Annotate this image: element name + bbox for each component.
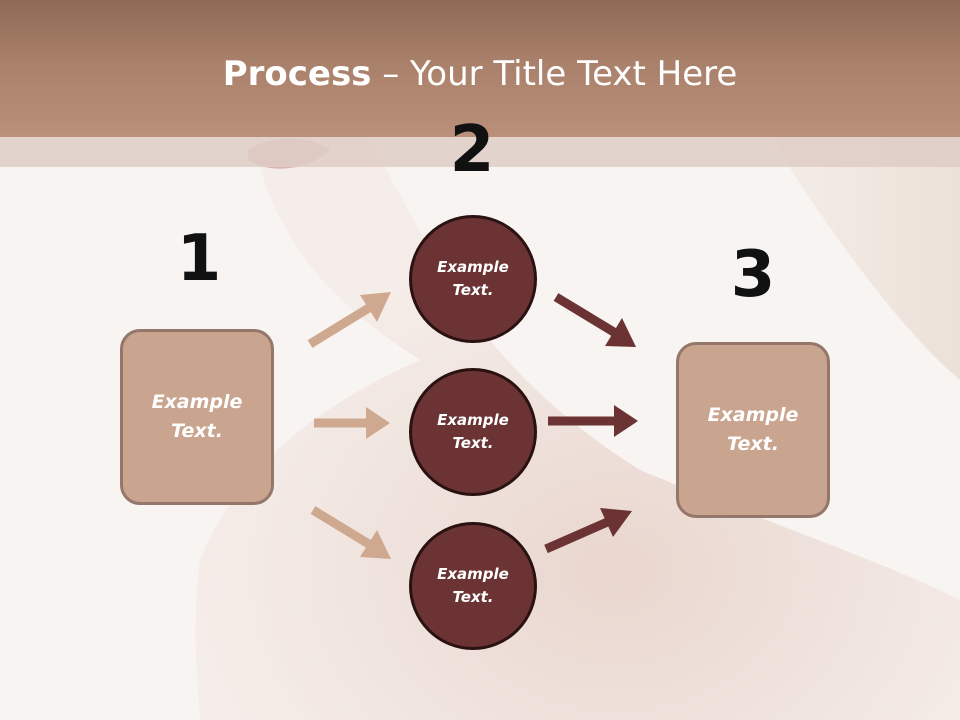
step-2-bottom-label: Example Text. [437, 565, 509, 606]
step-2-circle-top[interactable]: Example Text. [409, 215, 537, 343]
step-2-top-label: Example Text. [437, 258, 509, 299]
title-rest: – Your Title Text Here [371, 54, 738, 94]
step-1-box[interactable]: Example Text. [120, 329, 274, 505]
step-2-number: 2 [449, 113, 495, 187]
step-2-middle-label: Example Text. [437, 411, 509, 452]
slide-title: Process – Your Title Text Here [0, 52, 960, 96]
step-3-number: 3 [730, 238, 776, 312]
step-2-circle-bottom[interactable]: Example Text. [409, 522, 537, 650]
step-3-label: Example Text. [707, 404, 799, 455]
title-bold: Process [222, 54, 372, 94]
step-2-circle-middle[interactable]: Example Text. [409, 368, 537, 496]
step-1-label: Example Text. [151, 391, 243, 442]
step-1-number: 1 [176, 222, 222, 296]
title-band [0, 137, 960, 167]
step-3-box[interactable]: Example Text. [676, 342, 830, 518]
title-bar [0, 0, 960, 137]
